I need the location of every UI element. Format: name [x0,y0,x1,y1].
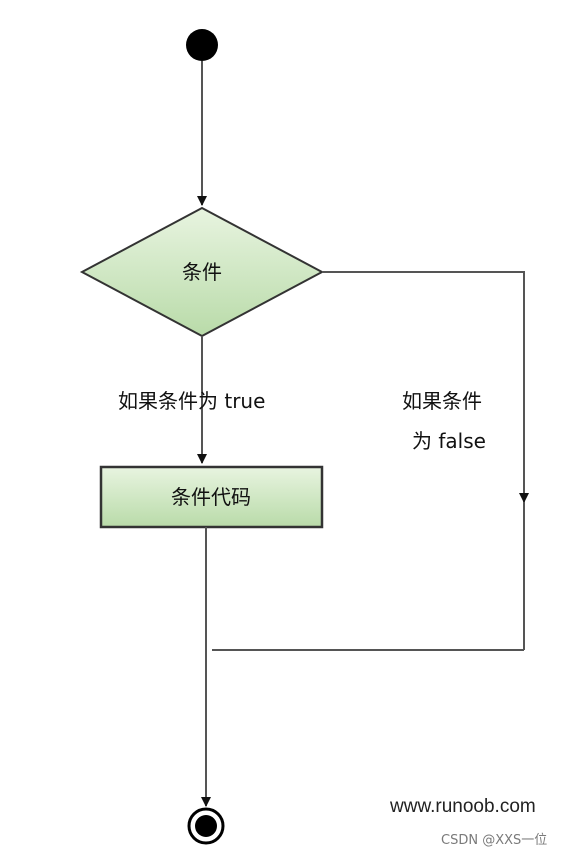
start-node [186,29,218,61]
process-label: 条件代码 [171,485,251,509]
site-watermark: www.runoob.com [390,796,536,817]
end-node-core [195,815,217,837]
decision-label: 条件 [182,260,222,284]
false-edge-label-line1: 如果条件 [402,389,482,413]
edge-false [322,271,529,503]
process-node [99,465,324,529]
csdn-credit: CSDN @XXS一位 [441,833,548,848]
false-edge-label-line2: 为 false [412,429,486,453]
true-edge-label: 如果条件为 true [118,389,266,413]
